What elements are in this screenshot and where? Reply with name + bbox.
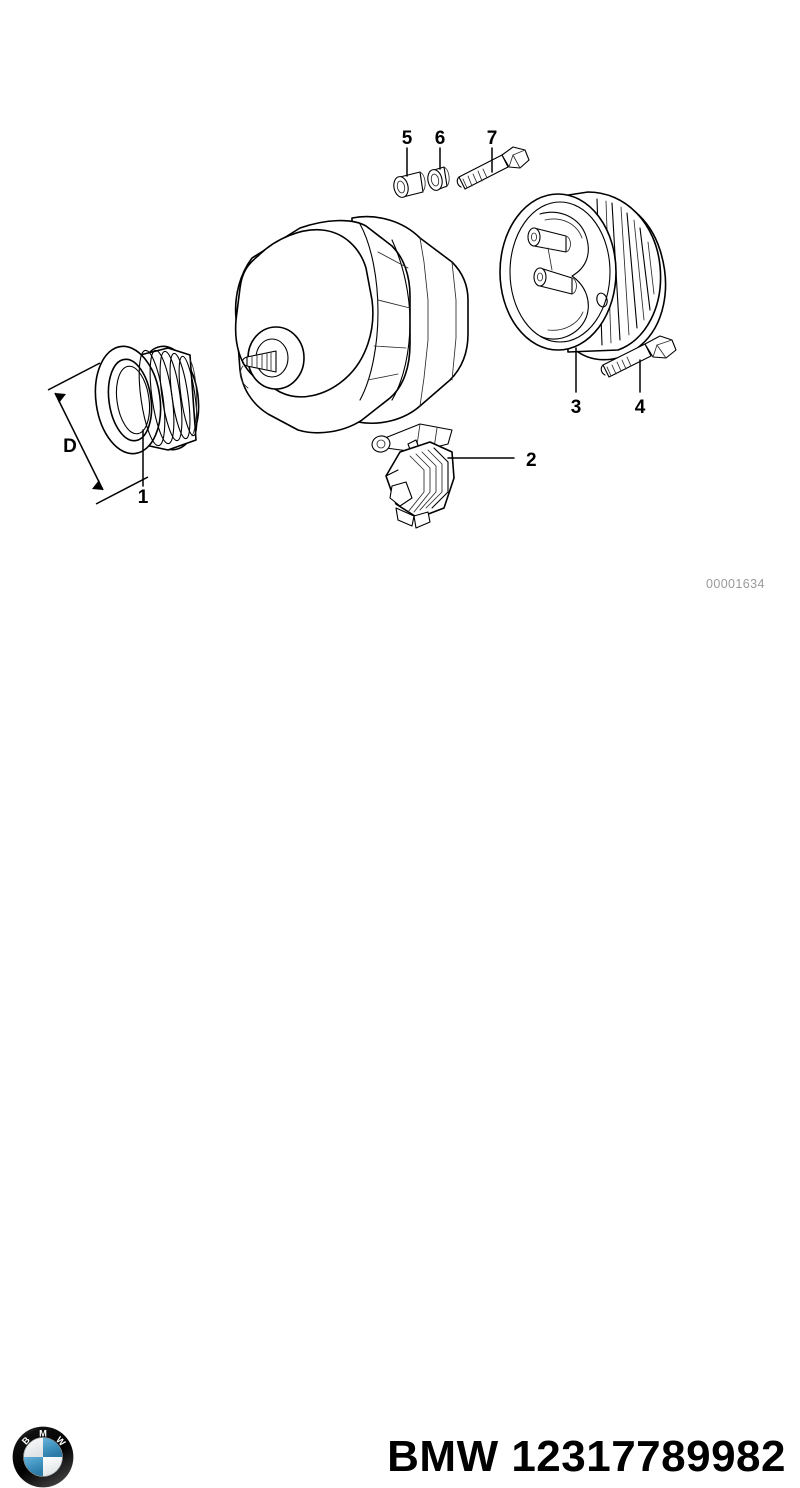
callout-label-2: 2 <box>526 450 537 471</box>
logo-letter-m: M <box>39 1429 47 1439</box>
part-voltage-regulator <box>371 423 455 529</box>
callout-label-7: 7 <box>487 128 498 149</box>
callout-label-4: 4 <box>635 397 646 418</box>
part-hex-bolt-long <box>600 335 677 378</box>
part-slip-ring-cover <box>499 191 667 361</box>
callout-1: 1 <box>138 429 149 508</box>
bmw-roundel-logo: B M W <box>12 1426 74 1488</box>
part-alternator-shaft <box>239 350 277 389</box>
part-washer <box>427 166 450 191</box>
part-hex-bolt-short <box>456 146 530 190</box>
callout-6: 6 <box>435 128 446 170</box>
dimension-label-D: D <box>63 436 77 457</box>
callout-label-6: 6 <box>435 128 446 149</box>
part-number-label: BMW 12317789982 <box>387 1432 786 1481</box>
part-spacer-sleeve <box>393 171 426 198</box>
callout-5: 5 <box>402 128 413 177</box>
callout-label-3: 3 <box>571 397 582 418</box>
parts-diagram: D 1 <box>0 0 800 700</box>
callout-label-5: 5 <box>402 128 413 149</box>
dimension-D: D <box>47 362 149 505</box>
drawing-reference: 00001634 <box>706 577 765 591</box>
part-alternator-housing <box>234 215 469 434</box>
callout-2: 2 <box>447 450 537 471</box>
callout-7: 7 <box>487 128 498 173</box>
footer-bar: B M W BMW 12317789982 <box>0 700 800 1488</box>
part-pulley <box>94 345 200 455</box>
terminal-post-upper <box>527 227 571 253</box>
terminal-post-lower <box>533 267 577 295</box>
callout-3: 3 <box>571 347 582 418</box>
callout-label-1: 1 <box>138 487 149 508</box>
callout-4: 4 <box>635 359 646 418</box>
diagram-canvas: D 1 <box>47 128 765 591</box>
